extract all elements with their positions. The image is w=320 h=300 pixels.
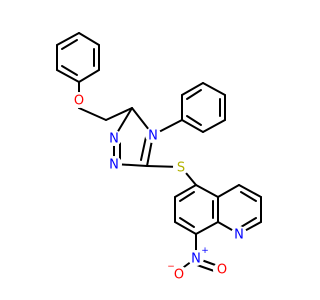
bond xyxy=(105,107,133,121)
atom-label: N xyxy=(191,252,201,267)
bond xyxy=(217,184,240,198)
bond xyxy=(78,107,107,121)
bond xyxy=(179,191,195,202)
bond xyxy=(140,136,147,161)
atom-label: N xyxy=(234,228,244,243)
atom-oxygen-nitro-right: O xyxy=(213,262,229,278)
bond xyxy=(174,184,197,198)
charge-minus: − xyxy=(167,262,175,272)
bond xyxy=(202,82,226,96)
molecule-structure: O N N N S N N + O − xyxy=(56,32,262,283)
atom-nitrogen-nitro: N + xyxy=(188,246,209,267)
bond xyxy=(179,217,195,228)
atom-oxygen-ether: O xyxy=(71,92,87,109)
bond xyxy=(78,32,100,46)
bonds xyxy=(56,32,262,273)
atom-label: N xyxy=(109,158,119,173)
atom-nitrogen-quinoline: N xyxy=(231,226,247,243)
atom-sulfur: S xyxy=(173,159,189,176)
bond xyxy=(61,65,78,76)
bond xyxy=(174,221,197,235)
charge-plus: + xyxy=(201,246,209,256)
bond xyxy=(56,69,80,83)
atom-label: O xyxy=(174,268,184,283)
bond xyxy=(61,39,78,50)
bond xyxy=(240,217,257,228)
atom-nitrogen-triazole-1: N xyxy=(106,130,122,147)
atom-label: O xyxy=(74,94,84,109)
atom-label: O xyxy=(217,263,227,278)
bond xyxy=(56,32,80,46)
atom-nitrogen-triazole-2: N xyxy=(106,156,122,173)
bond xyxy=(186,89,202,100)
bond xyxy=(202,119,226,133)
bond xyxy=(78,69,100,83)
bond xyxy=(181,119,204,133)
atom-nitrogen-triazole-4: N xyxy=(145,127,161,144)
atom-label: N xyxy=(148,129,158,144)
bond xyxy=(195,221,219,235)
bond xyxy=(240,191,257,202)
bond xyxy=(186,115,202,126)
bond xyxy=(195,184,219,198)
atom-labels: O N N N S N N + O − xyxy=(71,92,247,283)
atom-label: N xyxy=(109,132,119,147)
bond xyxy=(181,82,204,96)
atom-label: S xyxy=(177,161,185,176)
atom-oxygen-nitro-down: O − xyxy=(167,262,188,283)
bond xyxy=(238,184,262,198)
